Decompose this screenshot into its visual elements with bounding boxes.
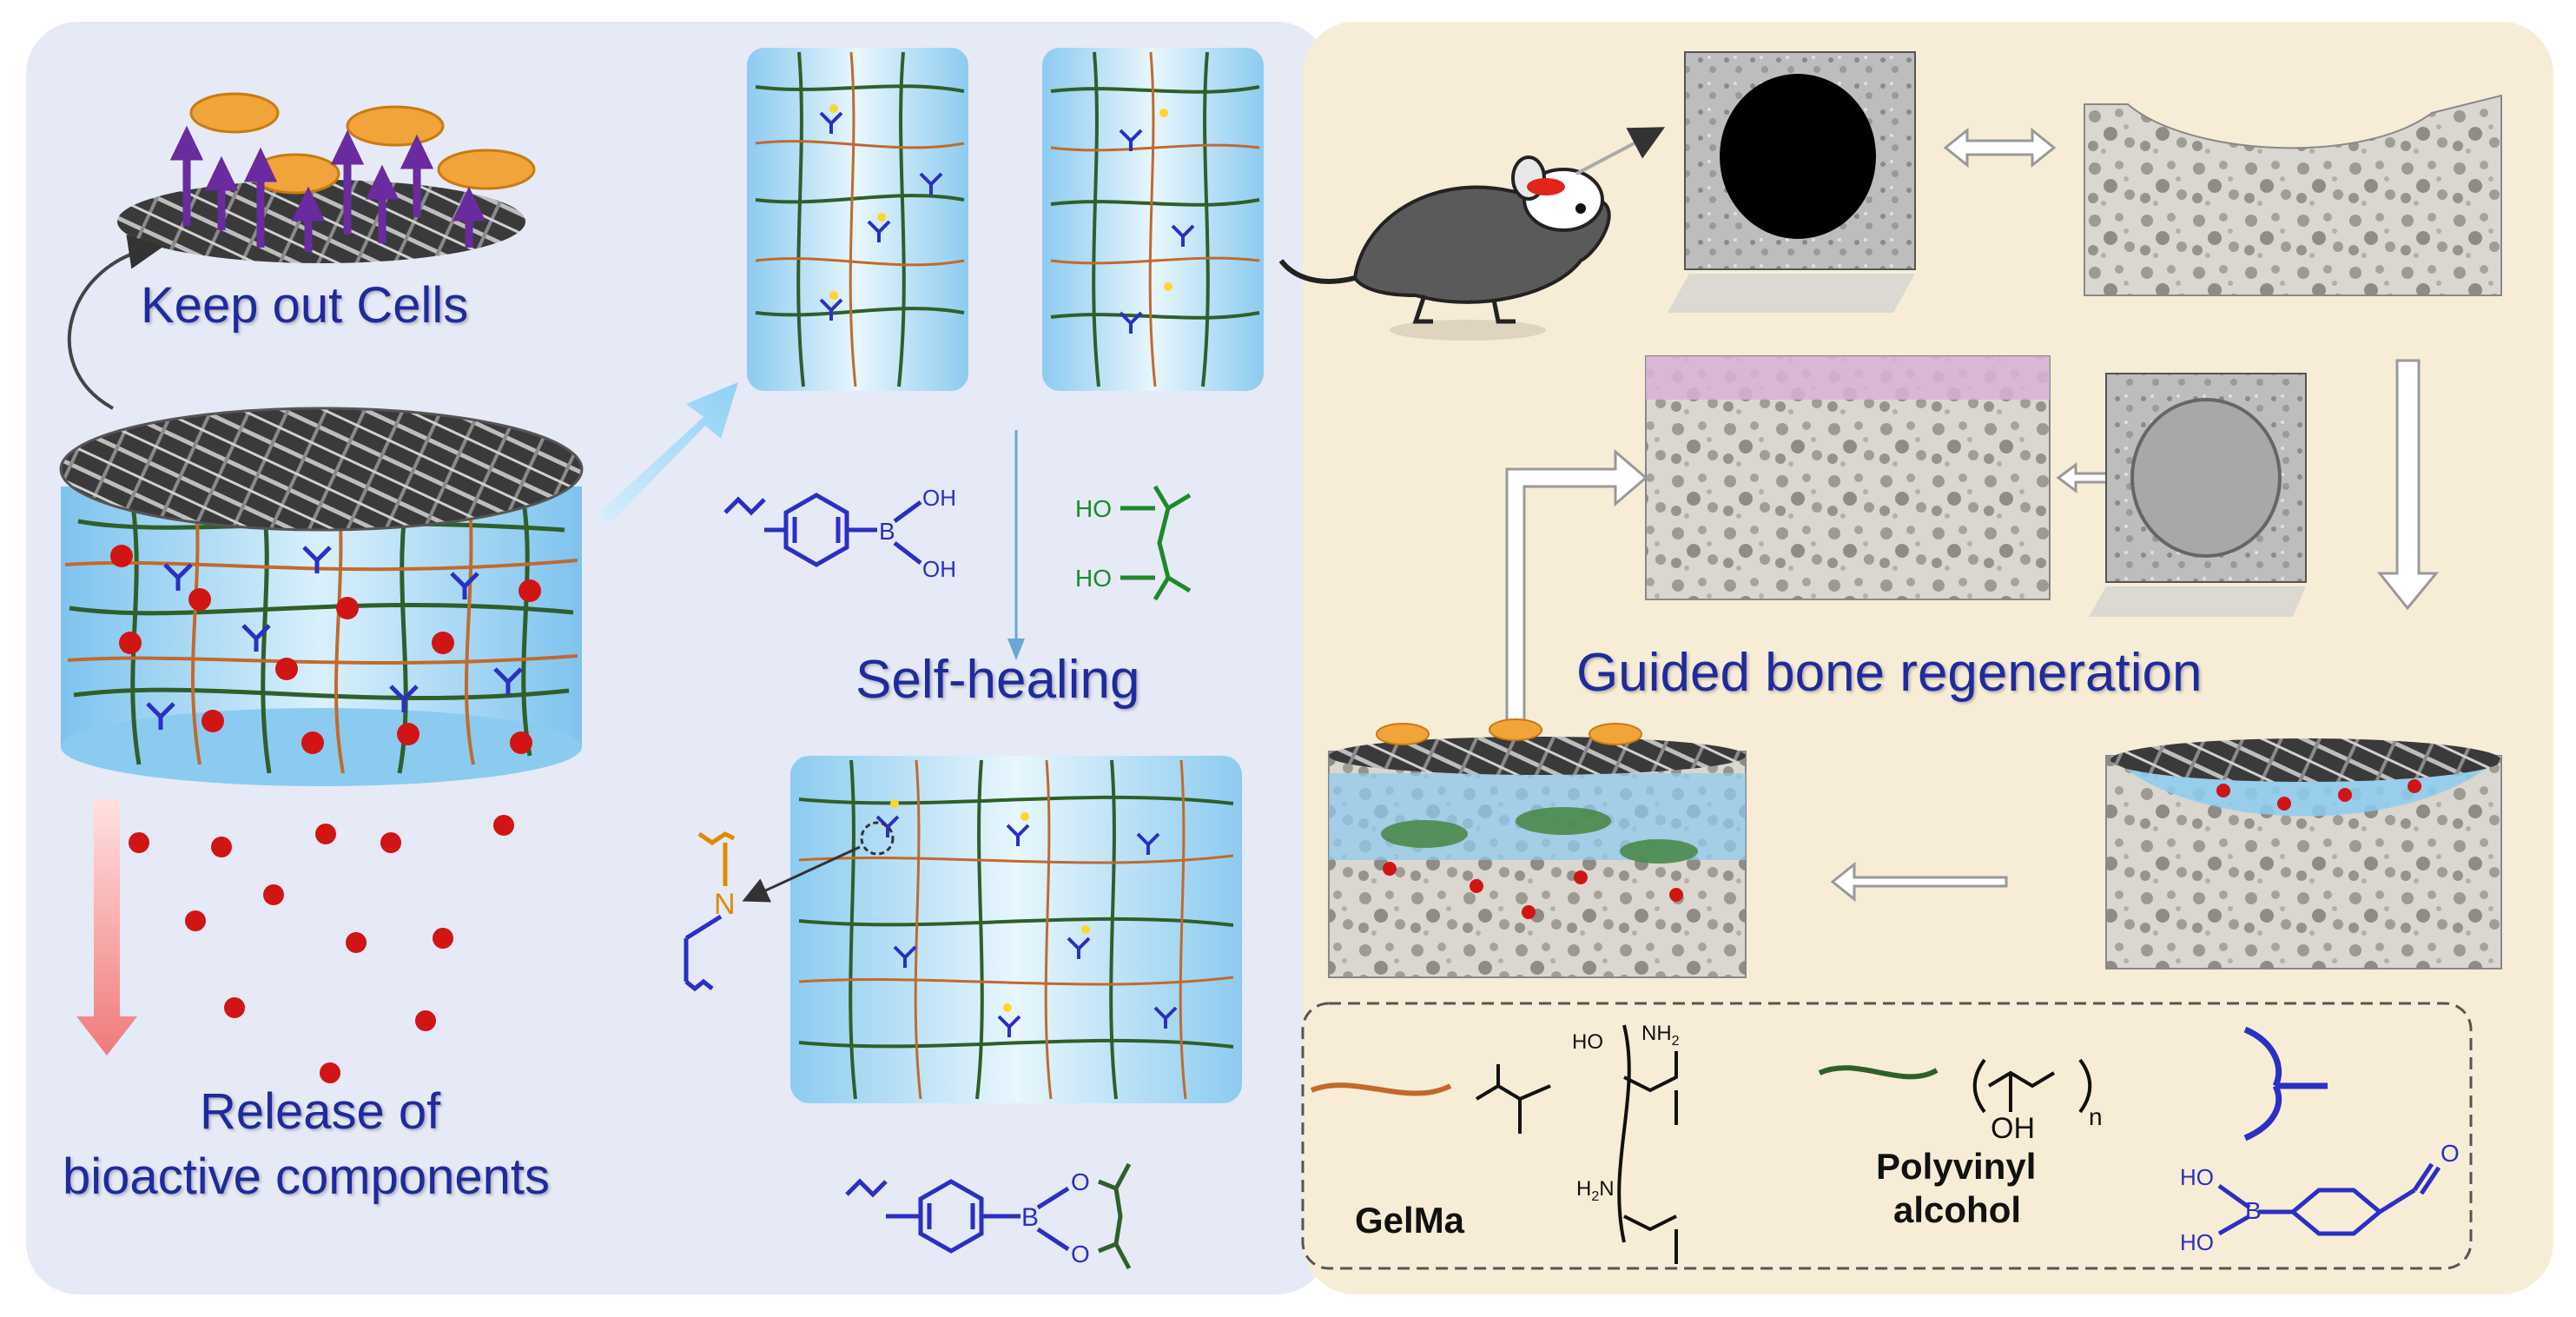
release-label-line2: bioactive components (63, 1148, 550, 1205)
down-arrow (2376, 359, 2440, 611)
diol-ho-top: HO (1075, 495, 1112, 522)
regenerating-bone (1328, 718, 1747, 978)
release-label-line1: Release of (200, 1083, 441, 1140)
legend-box (1301, 1002, 2473, 1270)
boronate-ester-structure (845, 1162, 1132, 1270)
zoom-arrow (599, 382, 738, 526)
fpba-ho-top: HO (2180, 1164, 2214, 1190)
legend-pva-line2: alcohol (1893, 1189, 2022, 1230)
boronic-oh-top: OH (922, 485, 956, 511)
healed-skull-image (2089, 373, 2307, 617)
diol-structure (1120, 485, 1192, 601)
fpba-structure (2217, 1162, 2441, 1236)
imine-n: N (714, 888, 736, 921)
rat-illustration (1278, 156, 1611, 341)
release-arrow (76, 799, 137, 1056)
defect-pointer (1575, 127, 1666, 175)
boronic-b: B (879, 518, 895, 545)
boronic-oh-bottom: OH (922, 556, 956, 582)
fpba-o: O (2441, 1140, 2460, 1167)
legend-pva-line1: Polyvinyl (1876, 1146, 2037, 1187)
self-healing-label: Self-healing (855, 650, 1140, 710)
skull-defect-image (1668, 51, 1916, 313)
bone-defect-section (2084, 94, 2502, 296)
fpba-b: B (2245, 1197, 2262, 1224)
hydrogel-scaffold (59, 407, 584, 786)
network-tile-top-right (1042, 48, 1264, 391)
gelma-ho: HO (1572, 1030, 1603, 1054)
gelma-nh2: NH2 (1641, 1022, 1680, 1049)
curved-arrow (67, 235, 163, 410)
ester-o-top: O (1071, 1168, 1090, 1195)
imine-structure (684, 831, 736, 992)
network-tile-bottom (790, 756, 1242, 1103)
gelma-structure (1475, 1024, 1678, 1264)
imine-callout-arrow (742, 845, 861, 903)
ester-o-bottom: O (1071, 1241, 1090, 1267)
pva-oh: OH (1991, 1112, 2035, 1145)
regenerated-bone-section (1645, 355, 2051, 600)
up-right-arrow (1505, 448, 1648, 731)
gelma-line-swatch (1310, 1082, 1452, 1096)
pva-line-swatch (1818, 1065, 1939, 1080)
guided-bone-regeneration-label: Guided bone regeneration (1576, 643, 2203, 703)
double-arrow-top (1943, 127, 2057, 169)
phenylboronic-acid-structure (723, 493, 922, 567)
released-components (129, 815, 514, 1083)
pva-structure (1972, 1058, 2092, 1114)
gelma-h2n: H2N (1576, 1177, 1615, 1204)
network-tile-top-left (747, 48, 968, 391)
keep-out-cells-label: Keep out Cells (141, 277, 469, 334)
left-arrow (1830, 861, 2008, 903)
fpba-ho-bottom: HO (2180, 1229, 2214, 1255)
crosslinker-symbol (2243, 1026, 2328, 1142)
pva-n: n (2089, 1103, 2103, 1130)
healing-arrow-head (1007, 639, 1025, 660)
ester-b: B (1021, 1203, 1040, 1232)
cells-on-membrane (117, 92, 536, 263)
diol-ho-bottom: HO (1075, 565, 1112, 592)
legend-gelma-label: GelMa (1355, 1200, 1465, 1241)
implant-in-defect (2105, 738, 2502, 970)
